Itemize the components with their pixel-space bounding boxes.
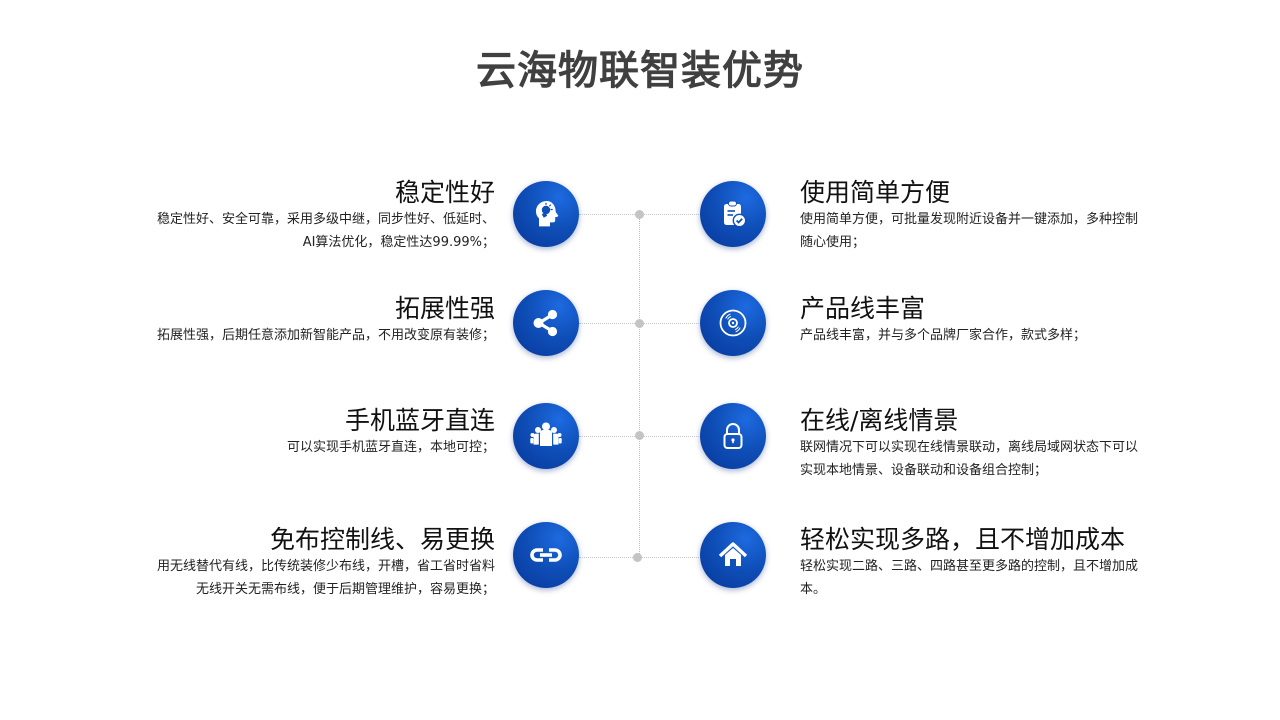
feature-easy-to-use: 使用简单方便 使用简单方便，可批量发现附近设备并一键添加，多种控制 随心使用； <box>800 178 1200 254</box>
lock-icon <box>700 403 766 469</box>
feature-desc-line: 无线开关无需布线，便于后期管理维护，容易更换； <box>195 582 495 597</box>
feature-desc-line: 本。 <box>800 582 827 597</box>
feature-desc-line: 可以实现手机蓝牙直连，本地可控； <box>286 440 495 455</box>
feature-title: 免布控制线、易更换 <box>269 525 495 554</box>
connector-dot <box>635 431 644 440</box>
feature-desc-line: 稳定性好、安全可靠，采用多级中继，同步性好、低延时、 <box>156 212 495 227</box>
feature-title: 拓展性强 <box>394 294 495 323</box>
feature-title: 稳定性好 <box>394 178 495 207</box>
feature-desc-line: 拓展性强，后期任意添加新智能产品，不用改变原有装修； <box>156 328 495 343</box>
feature-desc-line: 用无线替代有线，比传统装修少布线，开槽，省工省时省料 <box>156 559 495 574</box>
feature-desc-line: 随心使用； <box>800 235 866 250</box>
feature-desc-line: 联网情况下可以实现在线情景联动，离线局域网状态下可以 <box>800 440 1139 455</box>
feature-bluetooth: 手机蓝牙直连 可以实现手机蓝牙直连，本地可控； <box>75 406 495 459</box>
feature-desc-line: 使用简单方便，可批量发现附近设备并一键添加，多种控制 <box>800 212 1139 227</box>
share-icon <box>513 290 579 356</box>
feature-desc-line: 产品线丰富，并与多个品牌厂家合作，款式多样； <box>800 328 1087 343</box>
feature-title: 手机蓝牙直连 <box>344 406 495 435</box>
group-people-icon <box>513 403 579 469</box>
feature-desc-line: 实现本地情景、设备联动和设备组合控制； <box>800 463 1048 478</box>
feature-extensibility: 拓展性强 拓展性强，后期任意添加新智能产品，不用改变原有装修； <box>75 294 495 347</box>
home-icon <box>700 522 766 588</box>
feature-title: 在线/离线情景 <box>800 406 959 435</box>
feature-title: 产品线丰富 <box>800 294 926 323</box>
feature-desc-line: 轻松实现二路、三路、四路甚至更多路的控制，且不增加成 <box>800 559 1139 574</box>
head-lightbulb-icon <box>513 181 579 247</box>
clipboard-check-icon <box>700 181 766 247</box>
page-title: 云海物联智装优势 <box>476 48 804 94</box>
feature-online-offline-scene: 在线/离线情景 联网情况下可以实现在线情景联动，离线局域网状态下可以 实现本地情… <box>800 406 1200 482</box>
feature-title: 使用简单方便 <box>800 178 951 207</box>
feature-no-control-wire: 免布控制线、易更换 用无线替代有线，比传统装修少布线，开槽，省工省时省料 无线开… <box>75 525 495 601</box>
feature-rich-product-line: 产品线丰富 产品线丰富，并与多个品牌厂家合作，款式多样； <box>800 294 1200 347</box>
connector-dot <box>635 319 644 328</box>
disc-icon <box>700 290 766 356</box>
feature-title: 轻松实现多路，且不增加成本 <box>800 525 1126 554</box>
chain-link-icon <box>513 522 579 588</box>
feature-desc-line: AI算法优化，稳定性达99.99%； <box>302 235 495 250</box>
connector-dot <box>633 553 642 562</box>
center-connector-line <box>639 215 640 560</box>
feature-multiway-control: 轻松实现多路，且不增加成本 轻松实现二路、三路、四路甚至更多路的控制，且不增加成… <box>800 525 1200 601</box>
connector-dot <box>635 210 644 219</box>
feature-stability: 稳定性好 稳定性好、安全可靠，采用多级中继，同步性好、低延时、 AI算法优化，稳… <box>75 178 495 254</box>
